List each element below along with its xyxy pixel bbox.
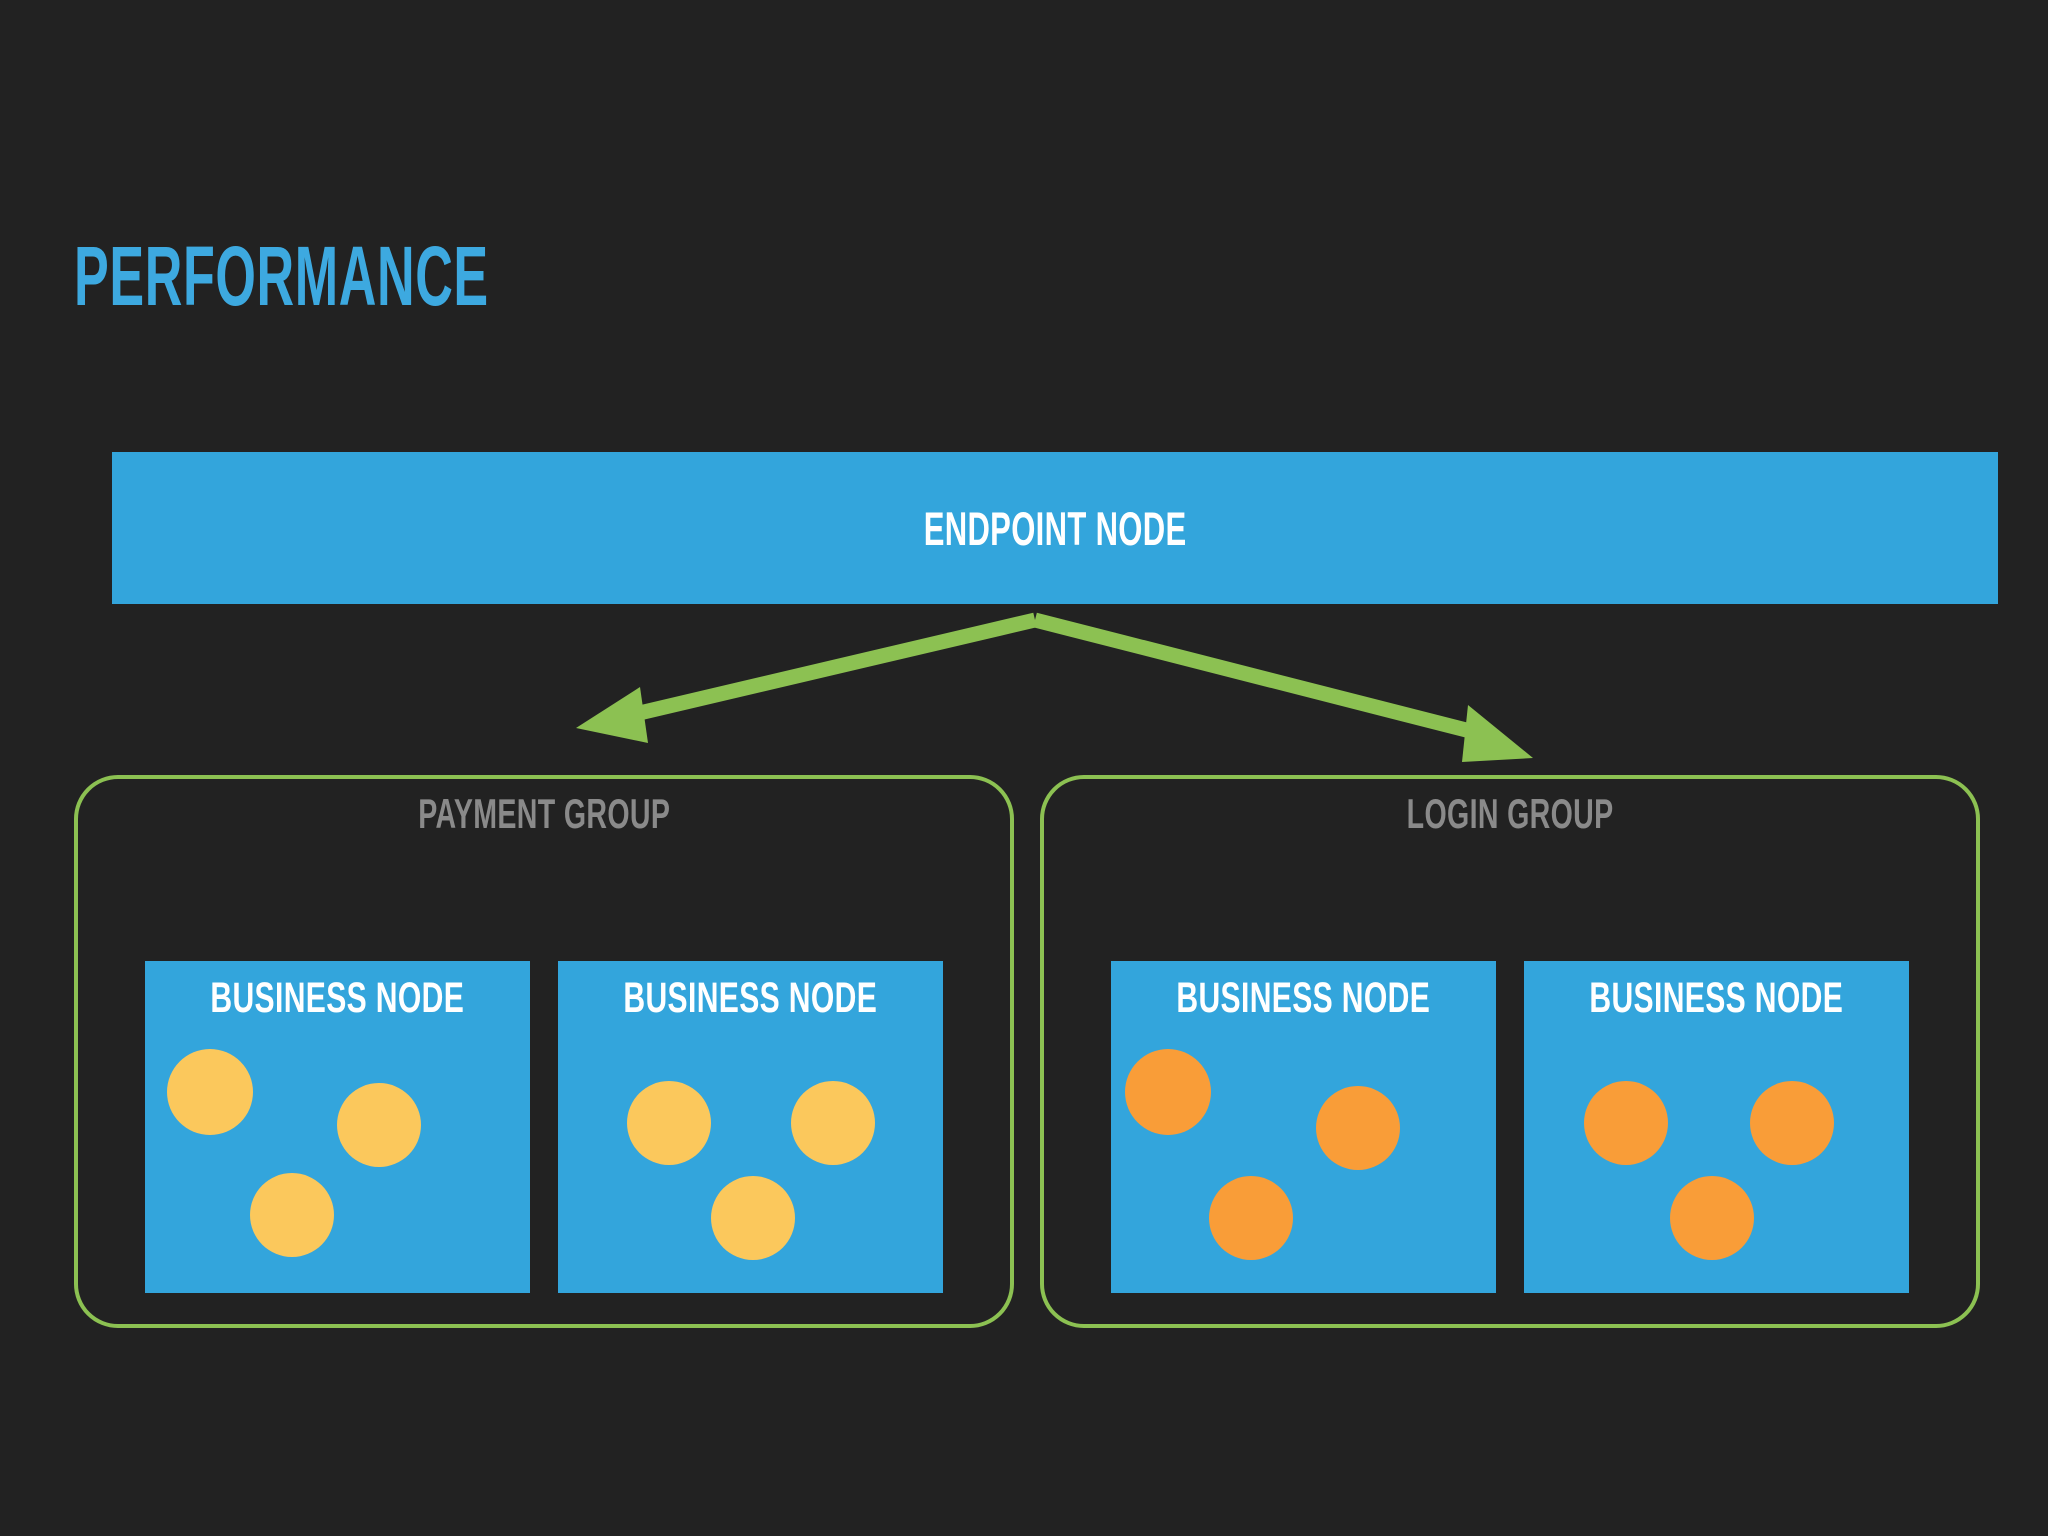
node-dot — [250, 1173, 334, 1257]
node-dot — [1750, 1081, 1834, 1165]
group-payment-nodes: BUSINESS NODE BUSINESS NODE — [78, 961, 1010, 1296]
business-node-label: BUSINESS NODE — [145, 977, 530, 1020]
node-dot — [1209, 1176, 1293, 1260]
arrow-left-shaft — [629, 612, 1037, 723]
business-node-label-text: BUSINESS NODE — [623, 974, 878, 1022]
group-login-label: LOGIN GROUP — [1044, 793, 1976, 835]
group-payment[interactable]: PAYMENT GROUP BUSINESS NODE BUSINESS NOD… — [74, 775, 1014, 1328]
business-node-label: BUSINESS NODE — [1111, 977, 1496, 1020]
node-dot — [337, 1083, 421, 1167]
business-node-label: BUSINESS NODE — [1524, 977, 1909, 1020]
business-node[interactable]: BUSINESS NODE — [1524, 961, 1909, 1293]
business-node-label-text: BUSINESS NODE — [210, 974, 465, 1022]
node-dot — [1670, 1176, 1754, 1260]
arrow-right-head-icon — [1462, 705, 1533, 762]
node-dot — [1316, 1086, 1400, 1170]
node-dot — [167, 1049, 253, 1135]
business-node-label-text: BUSINESS NODE — [1589, 974, 1844, 1022]
business-node[interactable]: BUSINESS NODE — [1111, 961, 1496, 1293]
endpoint-node-box[interactable]: ENDPOINT NODE — [112, 452, 1998, 604]
group-login-label-text: LOGIN GROUP — [1406, 790, 1614, 837]
node-dot — [791, 1081, 875, 1165]
groups-row: PAYMENT GROUP BUSINESS NODE BUSINESS NOD… — [74, 775, 1980, 1328]
business-node-label-text: BUSINESS NODE — [1176, 974, 1431, 1022]
node-dot — [627, 1081, 711, 1165]
business-node-label: BUSINESS NODE — [558, 977, 943, 1020]
group-payment-label-text: PAYMENT GROUP — [418, 790, 670, 837]
node-dot — [1584, 1081, 1668, 1165]
arrow-left-head-icon — [576, 687, 648, 743]
node-dot — [711, 1176, 795, 1260]
page-title: PERFORMANCE — [74, 229, 489, 323]
endpoint-node-label: ENDPOINT NODE — [923, 501, 1187, 555]
group-payment-label: PAYMENT GROUP — [78, 793, 1010, 835]
group-login-nodes: BUSINESS NODE BUSINESS NODE — [1044, 961, 1976, 1296]
node-dot — [1125, 1049, 1211, 1135]
arrow-right-shaft — [1033, 612, 1480, 741]
business-node[interactable]: BUSINESS NODE — [558, 961, 943, 1293]
business-node[interactable]: BUSINESS NODE — [145, 961, 530, 1293]
group-login[interactable]: LOGIN GROUP BUSINESS NODE BUSINESS NODE — [1040, 775, 1980, 1328]
